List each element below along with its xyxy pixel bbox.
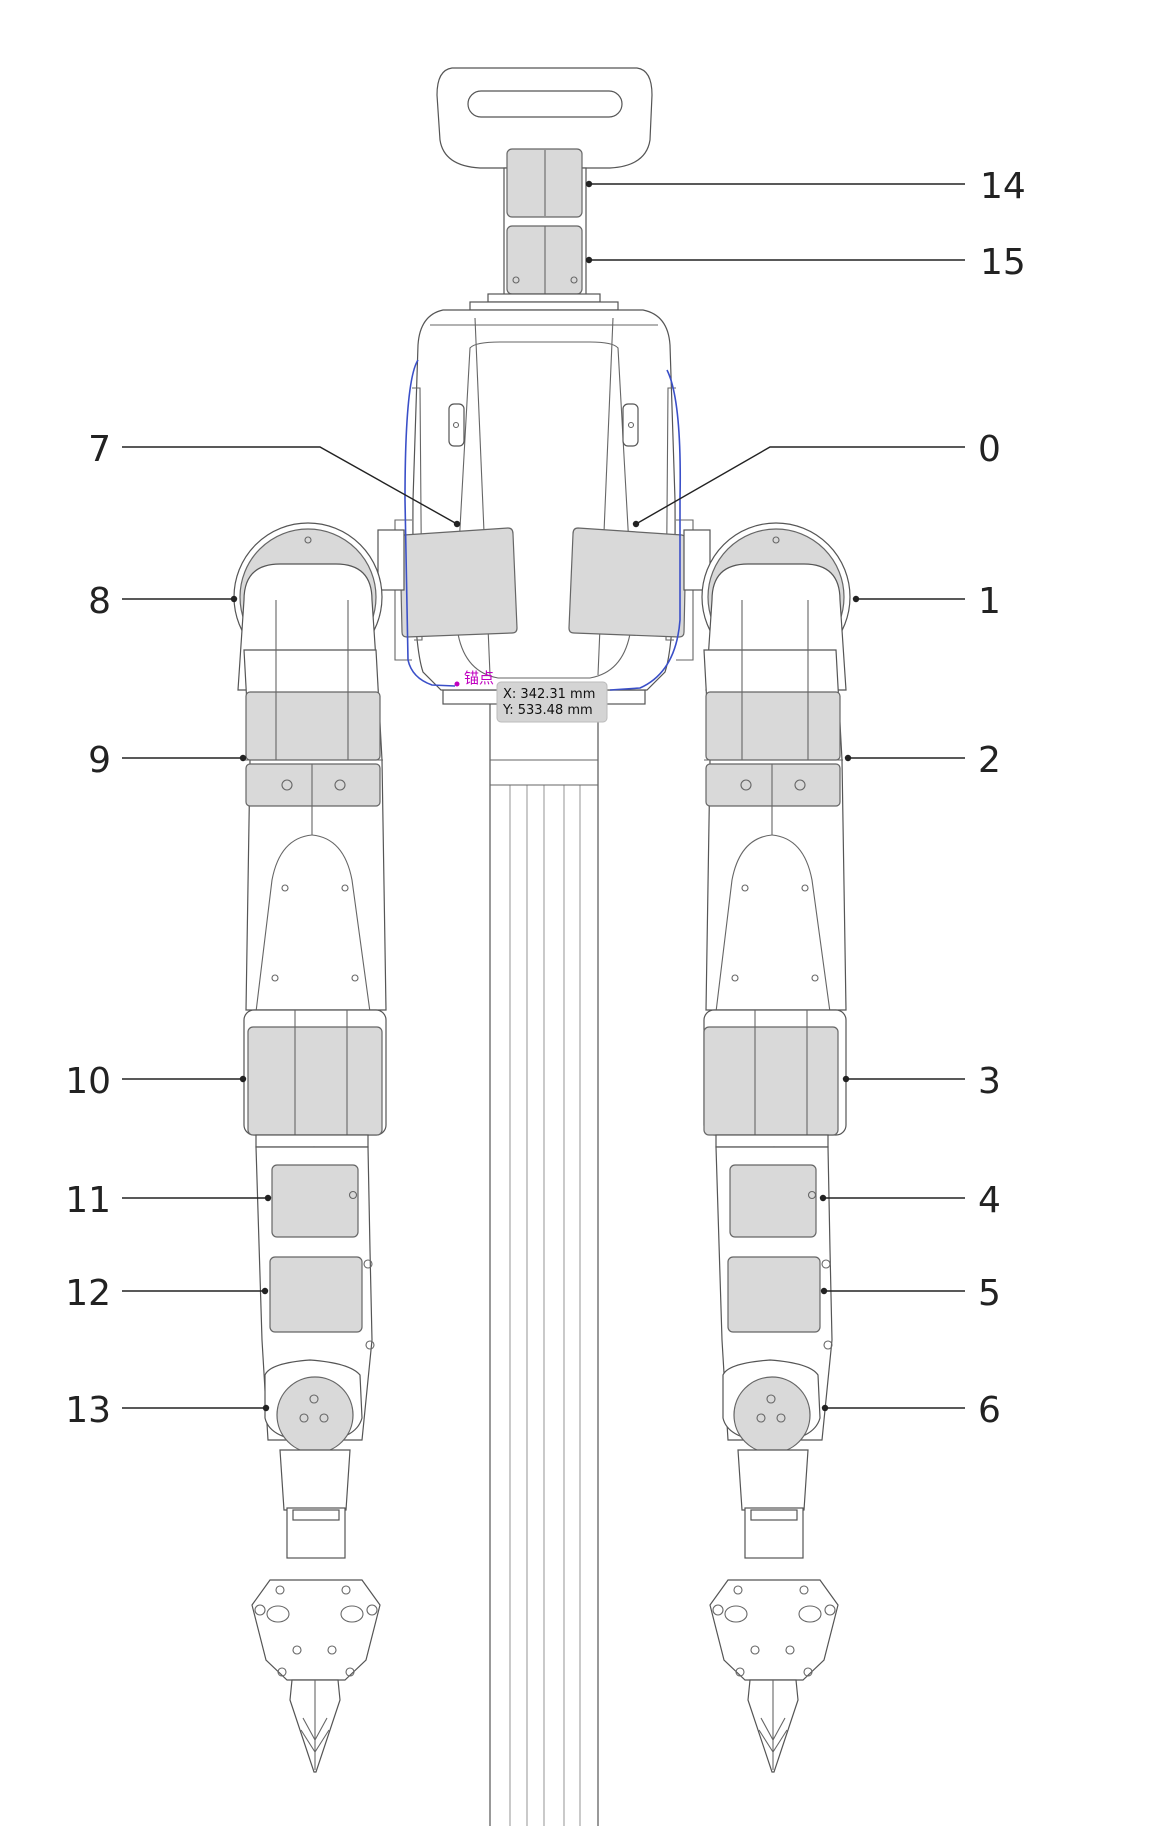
label-0: 0 — [978, 429, 1001, 470]
label-11: 11 — [65, 1180, 111, 1221]
label-14: 14 — [980, 166, 1026, 207]
label-2: 2 — [978, 740, 1001, 781]
label-7: 7 — [88, 429, 111, 470]
label-1: 1 — [978, 581, 1001, 622]
label-12: 12 — [65, 1273, 111, 1314]
label-3: 3 — [978, 1061, 1001, 1102]
label-15: 15 — [980, 242, 1026, 283]
label-9: 9 — [88, 740, 111, 781]
label-10: 10 — [65, 1061, 111, 1102]
label-13: 13 — [65, 1390, 111, 1431]
head — [436, 67, 653, 311]
measure-tooltip: 锚点 X: 342.31 mm Y: 533.48 mm — [454, 669, 608, 723]
callout-labels: 14 15 0 1 2 3 4 5 6 7 8 9 10 11 12 13 — [65, 166, 1026, 1431]
label-4: 4 — [978, 1180, 1001, 1221]
snap-marker-text: 锚点 — [464, 669, 494, 687]
tooltip-x-value: X: 342.31 mm — [503, 687, 595, 702]
torso — [394, 309, 694, 691]
label-5: 5 — [978, 1273, 1001, 1314]
label-8: 8 — [88, 581, 111, 622]
tooltip-y-value: Y: 533.48 mm — [502, 703, 593, 718]
left-arm — [233, 522, 405, 1773]
right-arm — [683, 522, 851, 1773]
mast — [442, 689, 646, 1831]
leader-lines — [122, 180, 965, 1412]
label-6: 6 — [978, 1390, 1001, 1431]
